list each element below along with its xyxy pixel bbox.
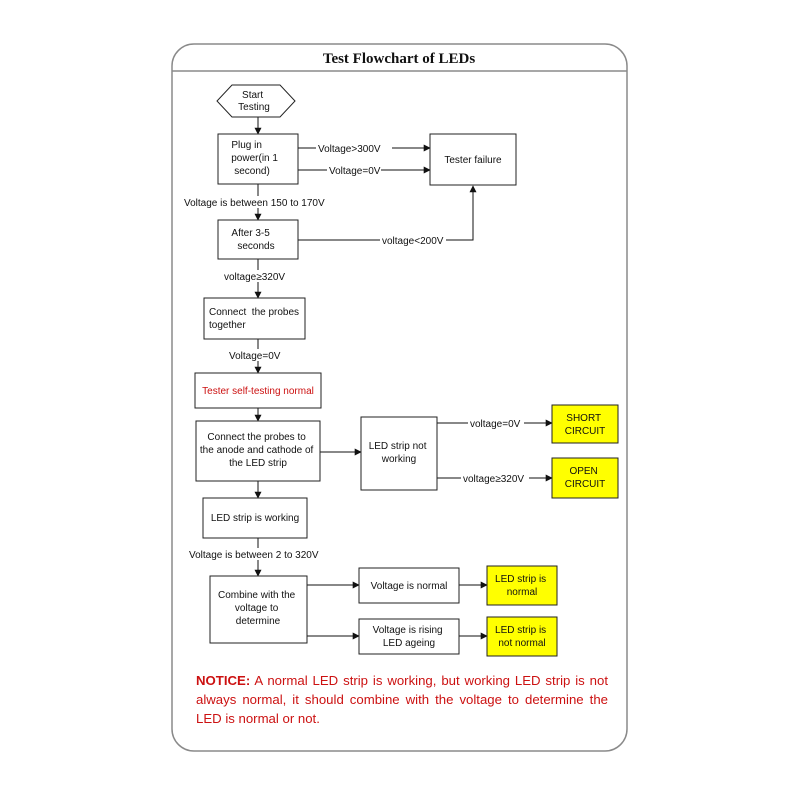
edge-label-voltage-ge-320-a: voltage≥320V (224, 272, 285, 283)
combine-line-3: determine (236, 616, 281, 627)
mask-zero-b (227, 349, 285, 361)
tester-failure-node (429, 133, 517, 186)
strip-normal-line-1: LED strip is (495, 574, 546, 585)
edge-label-voltage-lt-200: voltage<200V (382, 236, 444, 247)
short-circuit-line-2: CIRCUIT (565, 426, 606, 437)
after-3-5-line-1: After 3-5 (231, 228, 270, 239)
strip-not-normal-line-2: not normal (498, 638, 545, 649)
mask-ge320-a (222, 270, 294, 282)
mask-2-320 (187, 548, 353, 560)
voltage-rising-line-1: Voltage is rising (373, 625, 443, 636)
connect-together-line-1: Connect the probes (209, 307, 299, 318)
start-node (216, 84, 296, 118)
plug-in-line-2: power(in 1 (231, 153, 278, 164)
combine-line-1: Combine with the (218, 590, 296, 601)
open-circuit-line-2: CIRCUIT (565, 479, 606, 490)
connect-strip-line-2: the anode and cathode of (200, 445, 314, 456)
short-circuit-line-1: SHORT (566, 413, 601, 424)
node-shapes (194, 84, 619, 657)
voltage-rising-node (358, 618, 460, 655)
page-title: Test Flowchart of LEDs (323, 51, 476, 67)
plug-in-line-3: second) (234, 166, 270, 177)
self-testing-label: Tester self-testing normal (202, 386, 314, 397)
edge-label-masks (182, 142, 529, 560)
mask-gt300 (316, 142, 392, 154)
connect-together-line-2: together (209, 320, 246, 331)
open-circuit-line-1: OPEN (569, 466, 597, 477)
connect-strip-line-1: Connect the probes to (207, 432, 306, 443)
strip-not-normal-label: LED strip is not normal (495, 625, 549, 649)
plug-in-node-label: Plug in power(in 1 second) (231, 140, 280, 177)
strip-not-working-node (360, 416, 438, 491)
after-3-5-line-2: seconds (237, 241, 274, 252)
edge-after-failure (298, 185, 477, 241)
edge-label-voltage-gt-300: Voltage>300V (318, 144, 381, 155)
connect-probes-together-node (203, 297, 306, 340)
combine-voltage-label: Combine with the voltage to determine (218, 590, 298, 627)
strip-not-normal-line-1: LED strip is (495, 625, 546, 636)
combine-line-2: voltage to (235, 603, 279, 614)
voltage-rising-line-2: LED ageing (383, 638, 435, 649)
connect-probes-together-label: Connect the probes together (209, 307, 302, 331)
connect-probes-strip-node (195, 420, 321, 482)
short-circuit-label: SHORT CIRCUIT (565, 413, 606, 437)
not-working-line-2: working (381, 454, 416, 465)
edge-labels: Voltage>300V Voltage=0V Voltage is betwe… (184, 144, 524, 561)
plug-in-line-1: Plug in (231, 140, 262, 151)
combine-voltage-node (209, 575, 308, 644)
edge-label-voltage-2-320: Voltage is between 2 to 320V (189, 550, 319, 561)
notice-label: NOTICE: (196, 673, 251, 688)
notice-paragraph: NOTICE: A normal LED strip is working, b… (196, 671, 608, 728)
strip-working-label: LED strip is working (211, 513, 299, 524)
edge-label-voltage-eq-0-a: Voltage=0V (329, 166, 381, 177)
strip-working-node (202, 497, 308, 539)
self-testing-node (194, 372, 322, 409)
mask-ge320-b (461, 472, 529, 484)
start-node-label: Start Testing (238, 90, 270, 113)
voltage-normal-node (358, 567, 460, 604)
plug-in-node (217, 133, 299, 185)
notice-text: A normal LED strip is working, but worki… (196, 673, 608, 726)
after-3-5-node-label: After 3-5 seconds (231, 228, 274, 252)
open-circuit-node (551, 457, 619, 499)
edge-label-voltage-eq-0-b: Voltage=0V (229, 351, 281, 362)
open-circuit-label: OPEN CIRCUIT (565, 466, 606, 490)
strip-normal-label: LED strip is normal (495, 574, 549, 598)
strip-not-normal-node (486, 616, 558, 657)
mask-150-170 (182, 196, 358, 208)
not-working-line-1: LED strip not (369, 441, 427, 452)
tester-failure-label: Tester failure (444, 155, 502, 166)
edge-label-voltage-150-170: Voltage is between 150 to 170V (184, 198, 325, 209)
strip-normal-node (486, 565, 558, 606)
voltage-rising-label: Voltage is rising LED ageing (373, 625, 446, 649)
strip-normal-line-2: normal (507, 587, 538, 598)
after-3-5-node (217, 219, 299, 260)
connect-probes-strip-label: Connect the probes to the anode and cath… (200, 432, 316, 469)
strip-not-working-label: LED strip not working (369, 441, 430, 465)
connect-strip-line-3: the LED strip (229, 458, 287, 469)
mask-lt200 (380, 234, 446, 246)
start-node-line-1: Start (242, 90, 263, 101)
mask-zero-a (327, 164, 381, 176)
voltage-normal-label: Voltage is normal (371, 581, 448, 592)
edge-label-voltage-eq-0-c: voltage=0V (470, 419, 521, 430)
start-node-line-2: Testing (238, 102, 270, 113)
mask-zero-c (468, 417, 524, 429)
edge-label-voltage-ge-320-b: voltage≥320V (463, 474, 524, 485)
short-circuit-node (551, 404, 619, 444)
